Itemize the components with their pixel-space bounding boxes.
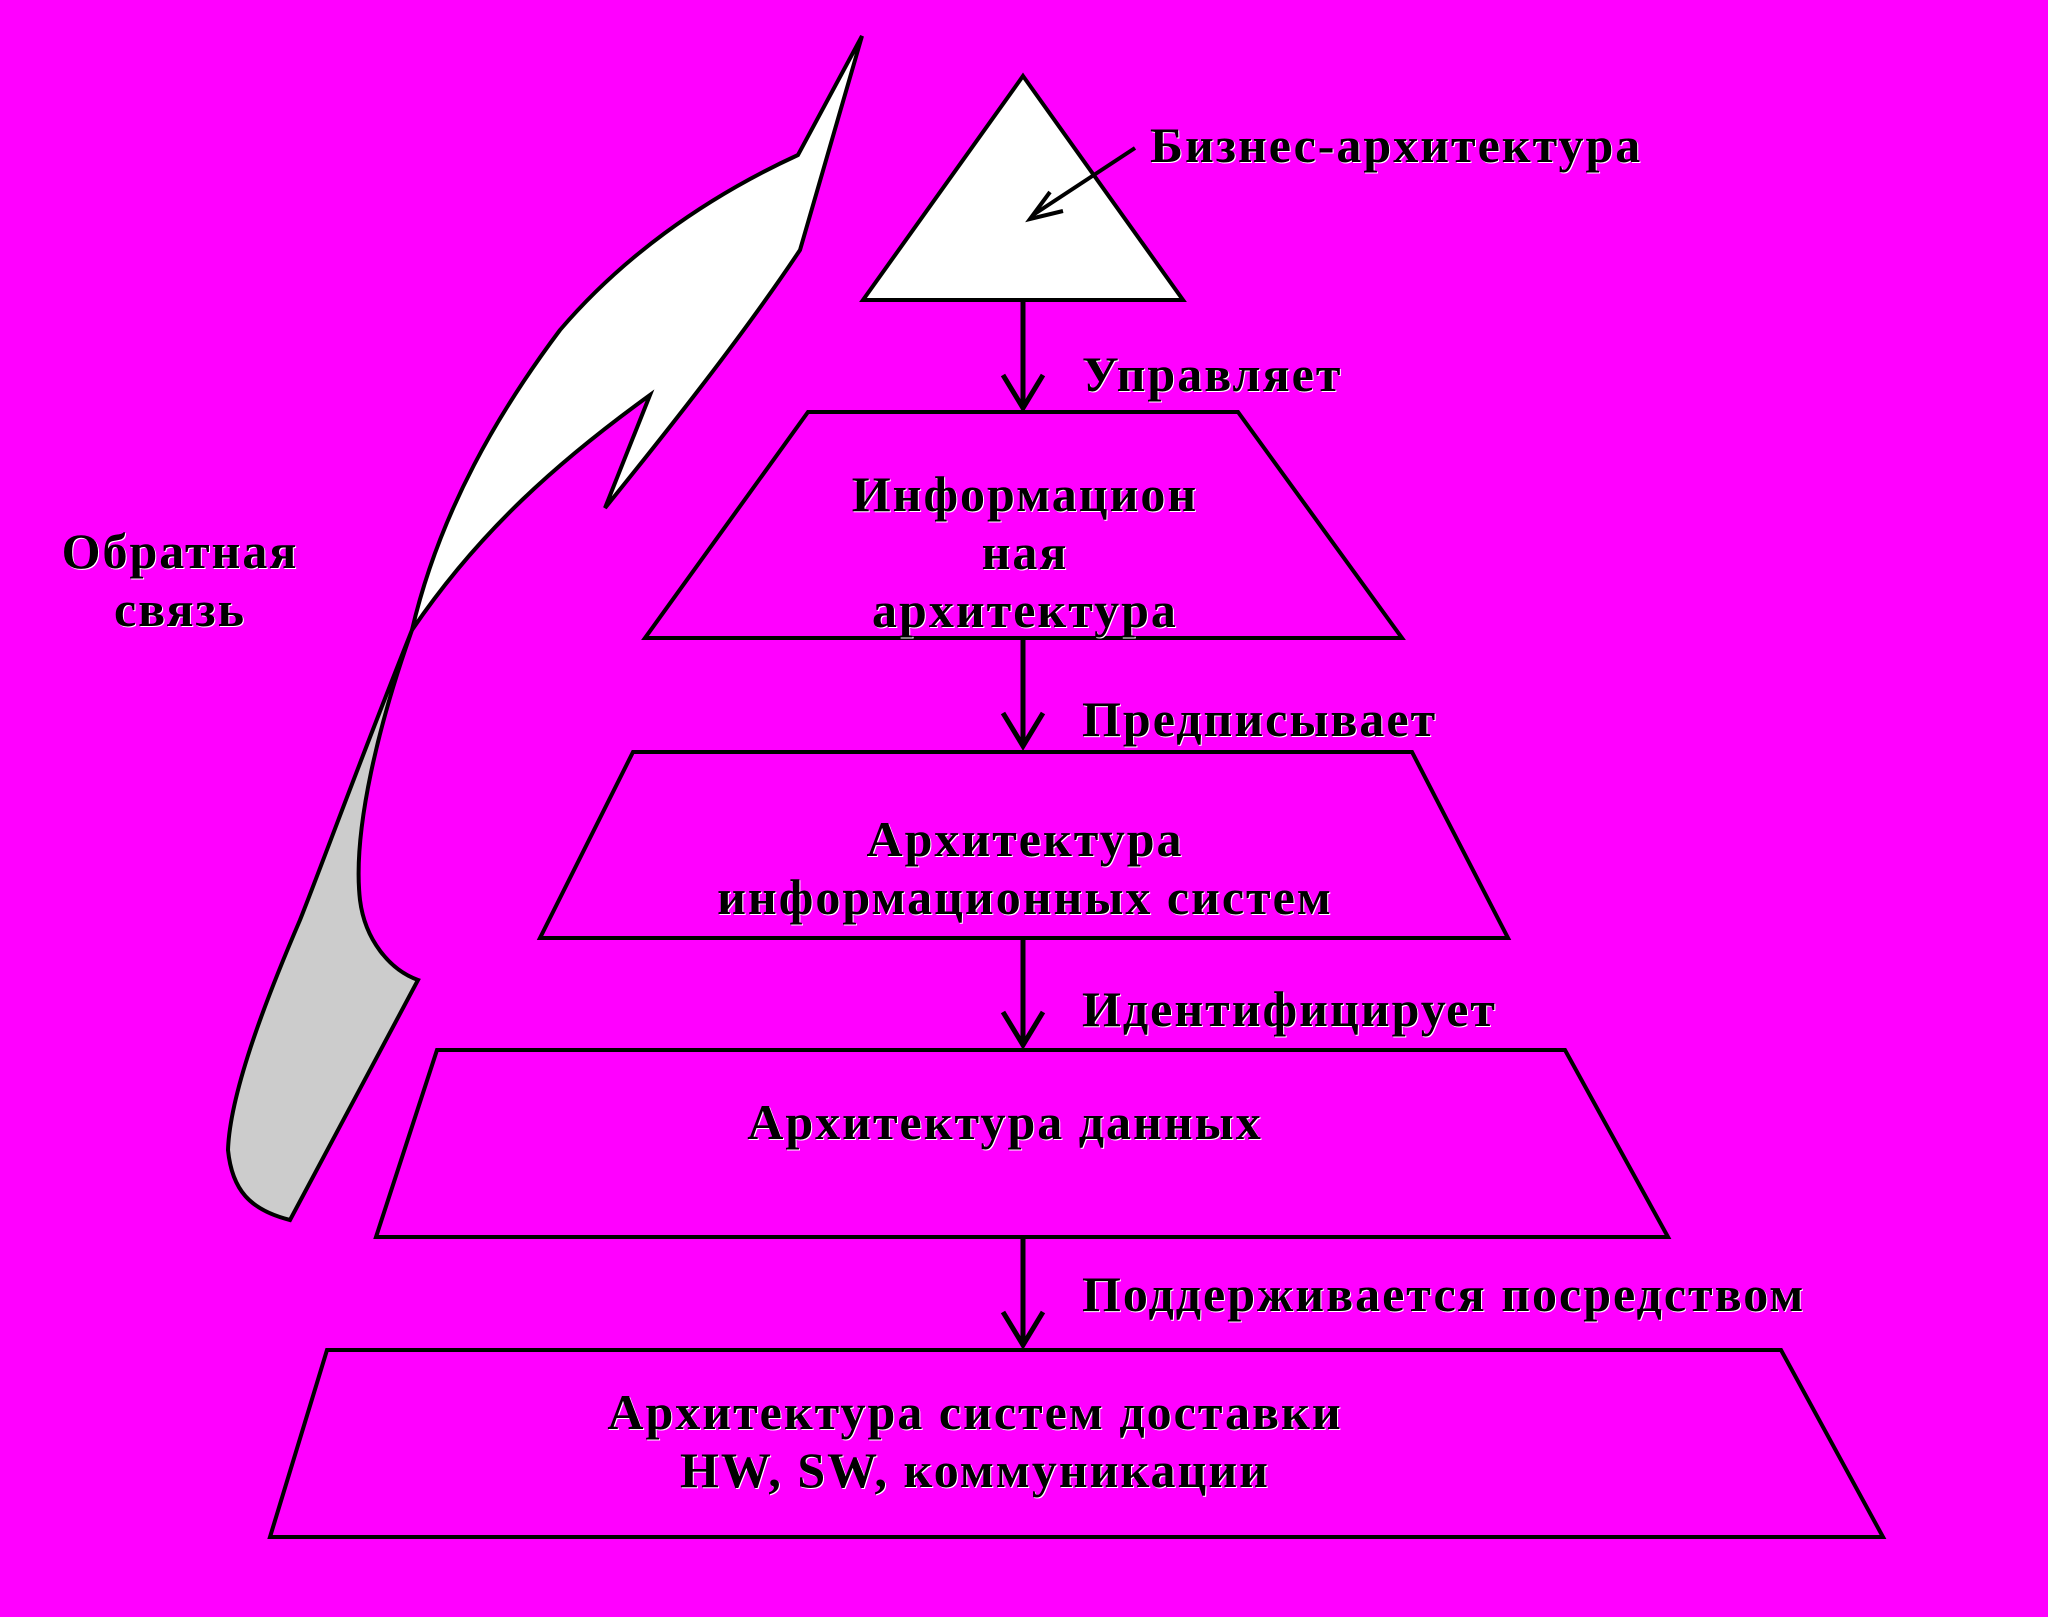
feedback-label: Обратная связь: [30, 522, 330, 638]
information-architecture-line-2: ная: [981, 524, 1069, 580]
feedback-line-2: связь: [113, 581, 247, 637]
delivery-architecture-label: Архитектура систем доставки HW, SW, комм…: [450, 1383, 1500, 1499]
connector-arrow-2: [1000, 638, 1046, 751]
pointer-arrowhead: [1025, 190, 1064, 223]
level-information-trapezoid: [641, 410, 1406, 640]
level-is-trapezoid: [536, 750, 1512, 940]
information-architecture-label: Информацион ная архитектура: [775, 465, 1275, 639]
delivery-architecture-line-2: HW, SW, коммуникации: [680, 1442, 1270, 1498]
connector-arrow-3: [1000, 938, 1046, 1050]
business-architecture-label: Бизнес-архитектура: [1150, 117, 1643, 173]
connector-arrow-4: [1000, 1237, 1046, 1350]
business-triangle: [859, 72, 1187, 302]
data-architecture-line-1: Архитектура данных: [747, 1094, 1263, 1150]
level-data-trapezoid: [373, 1048, 1672, 1239]
pointer-line: [1031, 146, 1137, 217]
information-architecture-line-3: архитектура: [872, 582, 1178, 638]
is-architecture-line-2: информационных систем: [717, 869, 1333, 925]
delivery-architecture-line-1: Архитектура систем доставки: [607, 1384, 1343, 1440]
connector-arrow-1: [1000, 300, 1046, 413]
feedback-line-1: Обратная: [61, 523, 299, 579]
feedback-arrow-head: [410, 35, 864, 632]
feedback-arrow-tail: [225, 629, 421, 1223]
is-architecture-line-1: Архитектура: [866, 811, 1184, 867]
information-architecture-line-1: Информацион: [851, 466, 1199, 522]
relation-label-manages: Управляет: [1082, 346, 1343, 402]
relation-label-identifies: Идентифицирует: [1082, 981, 1497, 1037]
relation-label-supported-by: Поддерживается посредством: [1082, 1266, 1806, 1322]
level-delivery-trapezoid: [267, 1348, 1887, 1539]
data-architecture-label: Архитектура данных: [605, 1093, 1405, 1151]
relation-label-prescribes: Предписывает: [1082, 691, 1438, 747]
is-architecture-label: Архитектура информационных систем: [625, 810, 1425, 926]
